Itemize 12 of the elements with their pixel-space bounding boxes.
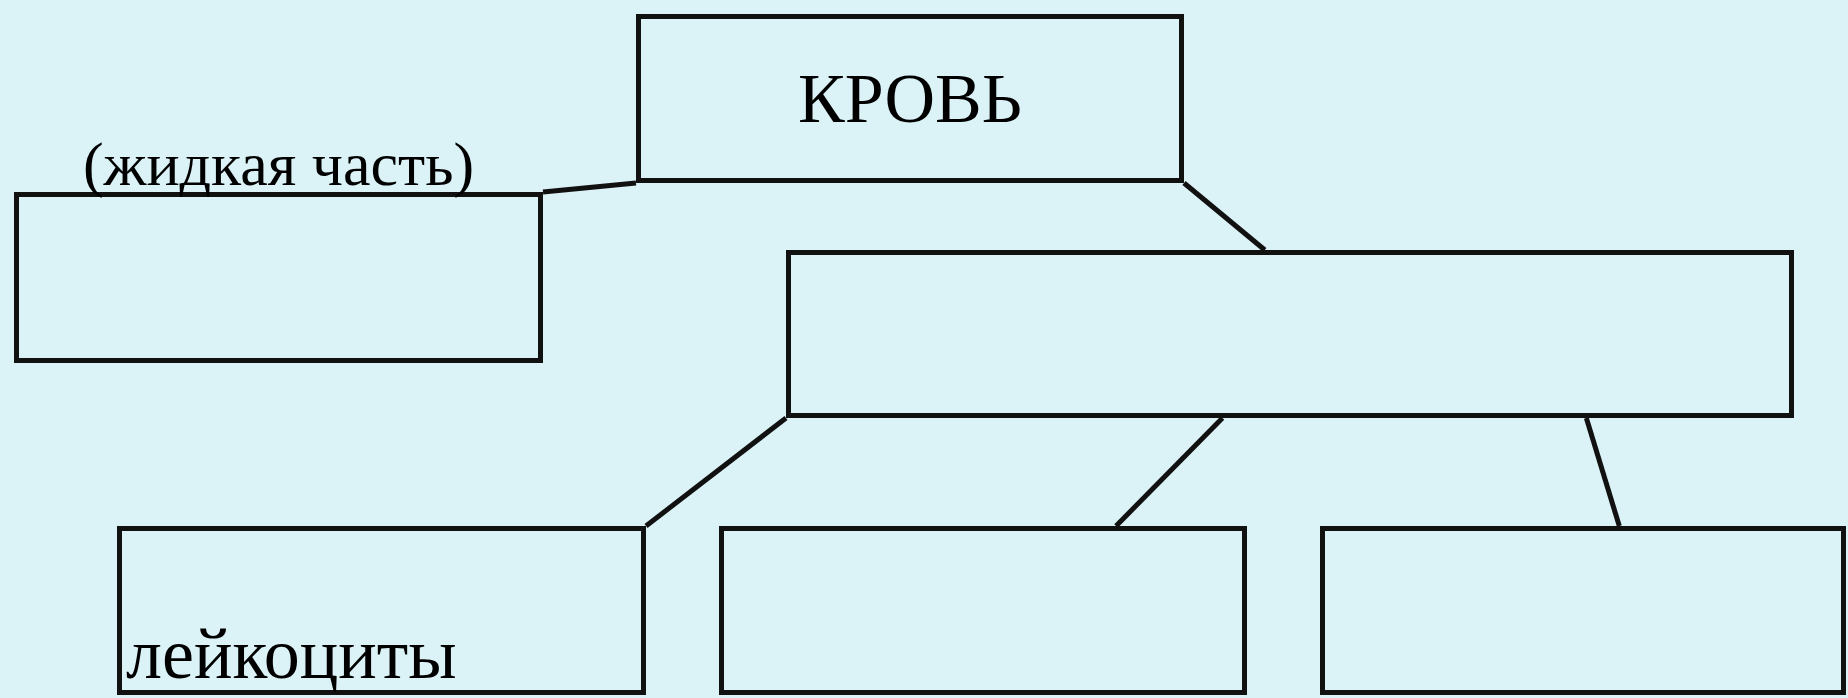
connector-line xyxy=(644,416,788,528)
outline-box xyxy=(786,250,1794,418)
outline-box xyxy=(719,526,1247,695)
outline-box xyxy=(636,14,1184,183)
connector-line xyxy=(542,180,637,195)
outline-box xyxy=(117,526,646,695)
connector-line xyxy=(1583,417,1622,527)
connector-line xyxy=(1182,181,1267,252)
box-label: КРОВЬ xyxy=(798,63,1022,134)
connector-line xyxy=(1114,416,1225,528)
outline-box xyxy=(1320,526,1846,695)
box-label: лейкоциты xyxy=(126,618,457,690)
